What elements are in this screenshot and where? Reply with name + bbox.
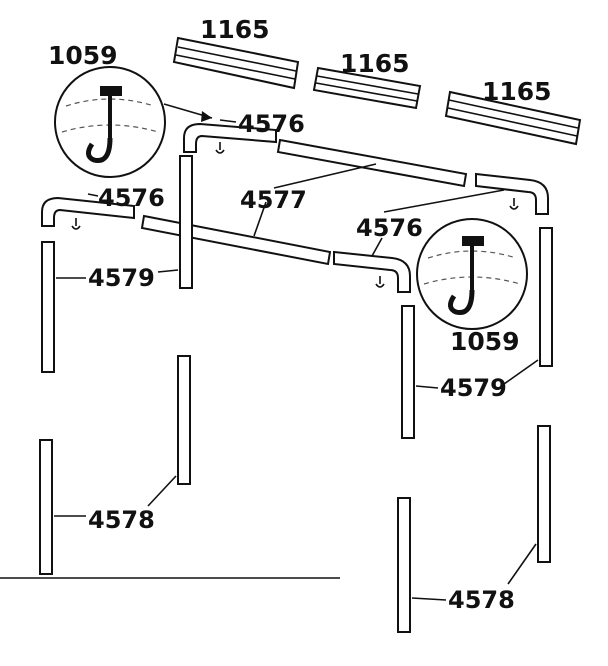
label-lower-leg-left: 4578 [88,506,155,534]
label-hook-detail-left: 1059 [48,41,118,70]
leader-4577-lower [253,201,267,237]
label-elbow-top-left: 4576 [238,110,305,138]
leader-4577-upper [273,163,377,189]
leader-4579-right-b [503,359,539,385]
leader-4578-right [411,597,447,601]
leader-4576-right-lower [371,237,383,257]
lower-leg-right-b [537,425,551,563]
upper-leg-left-a [41,241,55,373]
elbow-top-left [183,122,277,154]
label-elbow-right: 4576 [356,214,423,242]
leader-4579-right [415,385,439,389]
lower-leg-left-a [39,439,53,575]
hook-detail-right [416,218,528,330]
label-rail-left: 1165 [200,15,270,44]
leader-4579-left-b [157,269,179,273]
lower-leg-left-b [177,355,191,485]
label-elbow-mid-left: 4576 [98,184,165,212]
hook-detail-arrowhead [201,111,212,122]
crossbar-lower [140,214,332,266]
upper-leg-right-a [401,305,415,439]
leader-elbow-top [219,119,237,123]
rail-center [312,66,422,110]
leader-4578-left-b [147,475,177,507]
lower-leg-right-a [397,497,411,633]
leader-4576-right-upper [383,189,505,213]
hook-detail-left [54,66,166,178]
label-rail-center: 1165 [340,49,410,78]
leader-4578-right-b [507,543,537,585]
label-rail-right: 1165 [482,77,552,106]
label-crossbar: 4577 [240,186,307,214]
upper-leg-left-b [179,155,193,289]
leader-elbow-mid [87,193,99,197]
label-upper-leg-left: 4579 [88,264,155,292]
elbow-mid-left [41,196,135,230]
crossbar-upper [276,138,468,188]
label-upper-leg-right: 4579 [440,374,507,402]
label-lower-leg-right: 4578 [448,586,515,614]
elbow-right [333,172,549,293]
label-hook-detail-right: 1059 [450,327,520,356]
rail-right [444,90,582,146]
upper-leg-right-b [539,227,553,367]
rail-left [172,36,300,90]
